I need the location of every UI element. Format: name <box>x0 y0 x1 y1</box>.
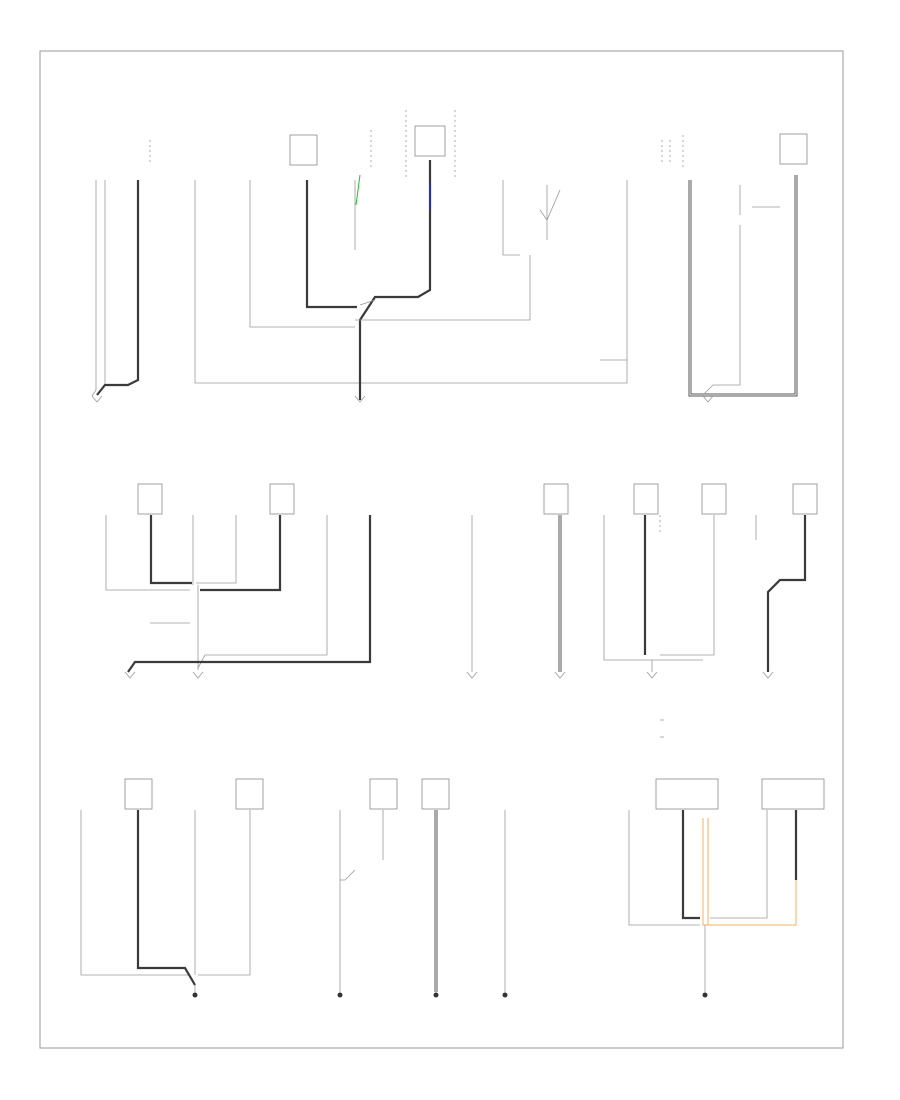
component-box <box>792 483 818 515</box>
wire <box>105 515 190 591</box>
middle-section <box>105 483 818 679</box>
wire <box>91 180 97 397</box>
wire-thick <box>96 180 140 396</box>
ground-symbol <box>646 671 658 679</box>
ground-symbol <box>354 395 366 403</box>
wire-green <box>355 174 361 206</box>
wire <box>198 810 251 976</box>
ground-symbol <box>192 671 204 679</box>
ground-symbol <box>702 395 714 403</box>
component-box <box>543 483 569 515</box>
ground-symbol <box>762 671 774 679</box>
wire-thick <box>149 515 192 585</box>
wire-thick <box>127 515 372 673</box>
component-box <box>761 778 825 810</box>
wire <box>660 515 715 656</box>
connector-box <box>414 125 446 157</box>
ground-symbol <box>554 671 566 679</box>
wire-thick <box>305 180 357 309</box>
wire-thick <box>200 515 282 592</box>
wire-double <box>689 175 797 396</box>
wire <box>249 180 355 328</box>
wire-double <box>688 175 798 397</box>
connector-box <box>779 133 808 165</box>
component-box <box>235 778 264 810</box>
component-box <box>701 483 727 515</box>
wire <box>339 810 356 881</box>
diagram-frame <box>39 50 844 1049</box>
ground-point <box>192 992 198 998</box>
wire-thick <box>136 810 196 986</box>
wire <box>359 299 376 306</box>
connector-box <box>289 134 318 166</box>
wire <box>80 810 190 976</box>
wire <box>355 255 531 321</box>
top-section <box>91 110 808 403</box>
wire <box>502 180 520 256</box>
wire-thick <box>766 515 807 672</box>
component-box <box>421 778 450 810</box>
wire-orange <box>702 818 797 926</box>
wire <box>539 185 561 240</box>
wire-thick <box>358 160 432 400</box>
ground-symbol <box>91 395 103 403</box>
wire <box>603 515 703 661</box>
ground-symbol <box>466 671 478 679</box>
component-box <box>633 483 659 515</box>
ground-point <box>433 992 439 998</box>
component-box <box>269 483 295 515</box>
wire <box>196 515 237 584</box>
component-box <box>369 778 398 810</box>
ground-point <box>702 992 708 998</box>
ground-symbol <box>124 671 136 679</box>
ground-point <box>337 992 343 998</box>
wire <box>197 515 328 669</box>
wire <box>710 810 768 919</box>
wire <box>702 225 741 396</box>
component-box <box>137 483 163 515</box>
wire <box>739 185 780 215</box>
wire <box>194 180 628 384</box>
ground-point <box>502 992 508 998</box>
component-box <box>655 778 719 810</box>
bottom-section <box>80 719 825 998</box>
wire <box>628 810 700 926</box>
component-box <box>124 778 153 810</box>
wire-thick <box>681 810 700 920</box>
